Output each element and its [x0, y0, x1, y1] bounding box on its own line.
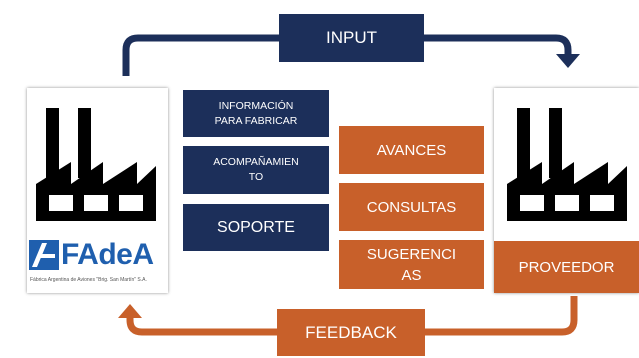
info-fabricar-box: INFORMACIÓN PARA FABRICAR [183, 90, 329, 137]
avances-box: AVANCES [339, 126, 484, 174]
fadea-logo-mark [29, 240, 59, 270]
sugerencias-box: SUGERENCI AS [339, 240, 484, 289]
input-arrowhead [556, 54, 580, 68]
supplier-label: PROVEEDOR [494, 241, 639, 293]
fadea-factory-icon [31, 96, 161, 221]
fadea-card: FAdeA Fábrica Argentina de Aviones "Brig… [27, 88, 168, 293]
supplier-card: PROVEEDOR [494, 88, 639, 293]
consultas-box: CONSULTAS [339, 183, 484, 231]
supplier-factory-icon [502, 96, 632, 221]
fadea-logo-text: FAdeA [61, 238, 154, 271]
fadea-subtitle: Fábrica Argentina de Aviones "Brig. San … [30, 277, 147, 283]
fadea-logo: FAdeA [29, 240, 166, 270]
soporte-box: SOPORTE [183, 204, 329, 251]
feedback-label: FEEDBACK [277, 309, 425, 356]
input-label: INPUT [279, 14, 424, 62]
feedback-arrowhead [118, 304, 142, 318]
acompanamiento-box: ACOMPAÑAMIEN TO [183, 146, 329, 194]
